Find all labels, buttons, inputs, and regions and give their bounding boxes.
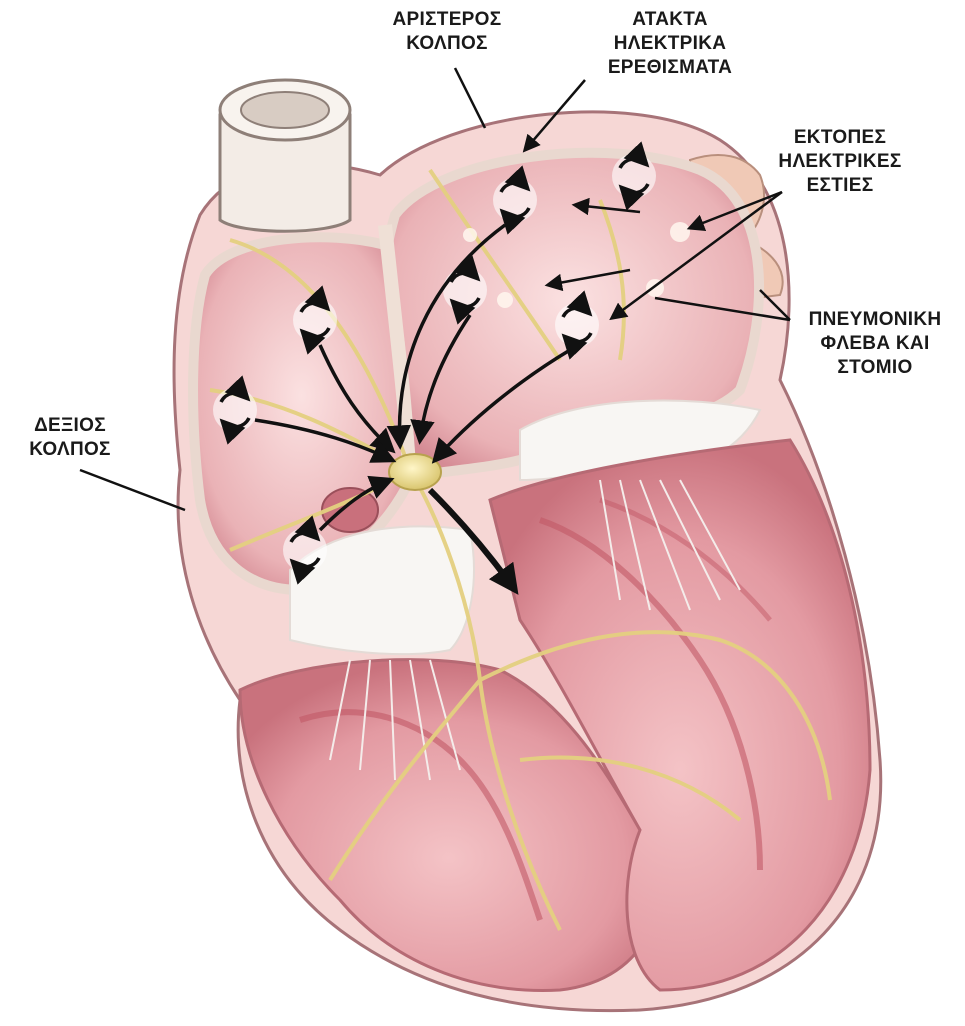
label-right-atrium-line-2: ΚΟΛΠΟΣ [20,438,120,462]
label-right-atrium-line-1: ΔΕΞΙΟΣ [20,414,120,438]
impulse-icon-2 [612,154,656,198]
label-ectopic-foci-line-3: ΕΣΤΙΕΣ [750,174,930,198]
label-ectopic-foci-line-2: ΗΛΕΚΤΡΙΚΕΣ [750,150,930,174]
label-irregular-impulses-line-2: ΗΛΕΚΤΡΙΚΑ [580,32,760,56]
label-irregular-impulses-line-3: ΕΡΕΘΙΣΜΑΤΑ [580,56,760,80]
label-pulmonary-vein-line-2: ΦΛΕΒΑ ΚΑΙ [790,332,960,356]
av-node [389,454,441,490]
impulse-icon-4 [555,303,599,347]
aorta-vessel [220,80,350,231]
leader-right-atrium [80,470,185,510]
impulse-icon-1 [493,178,537,222]
label-left-atrium-line-2: ΚΟΛΠΟΣ [372,32,522,56]
label-irregular-impulses: ΑΤΑΚΤΑ ΗΛΕΚΤΡΙΚΑ ΕΡΕΘΙΣΜΑΤΑ [580,8,760,80]
impulse-icon-5 [293,298,337,342]
label-left-atrium-line-1: ΑΡΙΣΤΕΡΟΣ [372,8,522,32]
leader-left-atrium [455,68,485,128]
label-left-atrium: ΑΡΙΣΤΕΡΟΣ ΚΟΛΠΟΣ [372,8,522,56]
label-pulmonary-vein-line-3: ΣΤΟΜΙΟ [790,356,960,380]
impulse-icon-6 [213,388,257,432]
label-irregular-impulses-line-1: ΑΤΑΚΤΑ [580,8,760,32]
impulse-icon-7 [283,528,327,572]
label-pulmonary-vein-line-1: ΠΝΕΥΜΟΝΙΚΗ [790,308,960,332]
label-pulmonary-vein: ΠΝΕΥΜΟΝΙΚΗ ΦΛΕΒΑ ΚΑΙ ΣΤΟΜΙΟ [790,308,960,380]
label-right-atrium: ΔΕΞΙΟΣ ΚΟΛΠΟΣ [20,414,120,462]
impulse-icon-3 [443,268,487,312]
label-ectopic-foci: ΕΚΤΟΠΕΣ ΗΛΕΚΤΡΙΚΕΣ ΕΣΤΙΕΣ [750,126,930,198]
label-ectopic-foci-line-1: ΕΚΤΟΠΕΣ [750,126,930,150]
